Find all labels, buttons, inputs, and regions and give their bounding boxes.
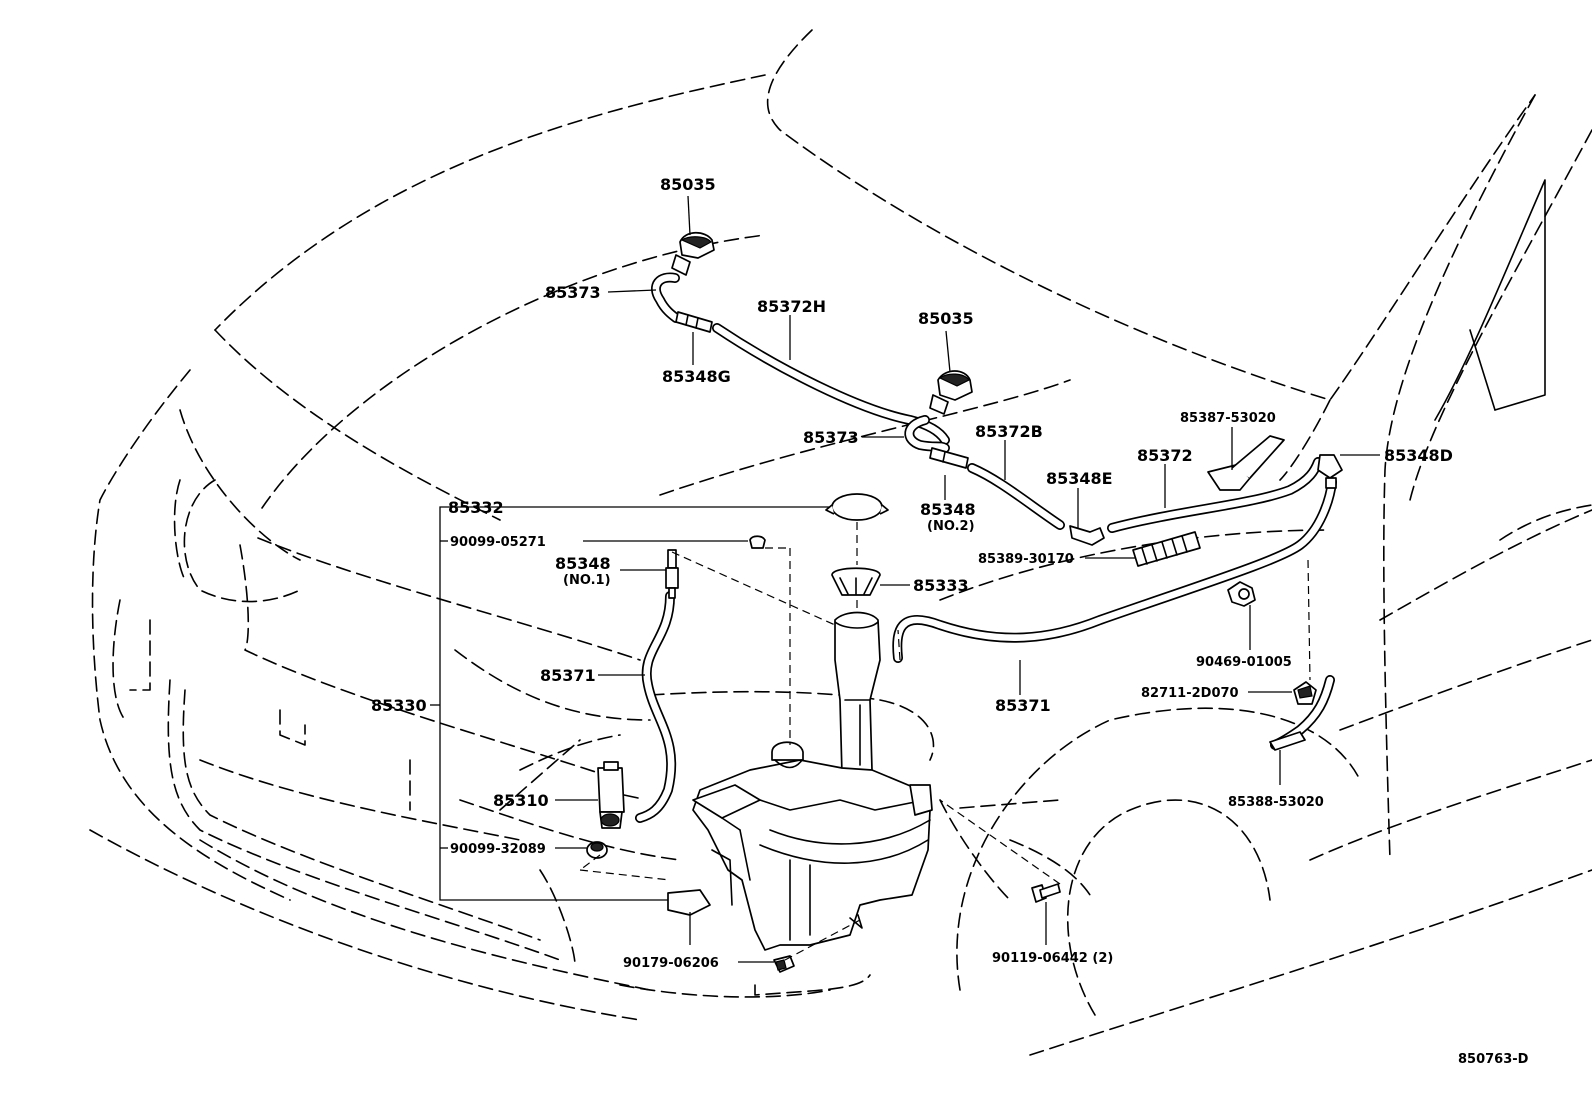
label-85387-53020: 85387-53020 xyxy=(1180,411,1276,426)
label-85373-mid: 85373 xyxy=(803,428,859,447)
label-85373-top: 85373 xyxy=(545,283,601,302)
label-85348d: 85348D xyxy=(1384,446,1453,465)
bracket-85388-53020 xyxy=(1269,731,1306,751)
nozzle-85035-mid xyxy=(929,370,973,415)
label-85332: 85332 xyxy=(448,498,504,517)
nozzle-85035-top xyxy=(671,231,715,276)
label-90469-01005: 90469-01005 xyxy=(1196,655,1292,670)
label-85372b: 85372B xyxy=(975,422,1043,441)
car-body-outline xyxy=(89,29,1592,1056)
label-85371-left: 85371 xyxy=(540,666,596,685)
label-90099-32089: 90099-32089 xyxy=(450,842,546,857)
clip-82711-2D070 xyxy=(1293,681,1317,705)
label-85035-top: 85035 xyxy=(660,175,716,194)
connectors xyxy=(665,311,1343,599)
bolt-90119-06442 xyxy=(1031,883,1061,903)
label-85330: 85330 xyxy=(371,696,427,715)
label-85388-53020: 85388-53020 xyxy=(1228,795,1324,810)
label-85389-30170: 85389-30170 xyxy=(978,552,1074,567)
hoses xyxy=(635,272,1337,823)
label-85348-no1-sub: (NO.1) xyxy=(563,573,611,588)
label-82711-2d070: 82711-2D070 xyxy=(1141,686,1239,701)
part-labels: 85035 85373 85372H 85348G 85035 85373 85… xyxy=(371,175,1529,1067)
label-85372: 85372 xyxy=(1137,446,1193,465)
label-85333: 85333 xyxy=(913,576,969,595)
clip-90469-01005 xyxy=(1227,581,1256,607)
label-85348-no2: 85348 xyxy=(920,500,976,519)
label-90099-05271: 90099-05271 xyxy=(450,535,546,550)
label-85372h: 85372H xyxy=(757,297,826,316)
leader-lines xyxy=(430,195,1380,963)
spring-85389-30170 xyxy=(1132,531,1201,567)
washer-pump xyxy=(597,761,639,829)
label-85310: 85310 xyxy=(493,791,549,810)
label-85035-mid: 85035 xyxy=(918,309,974,328)
label-90179-06206: 90179-06206 xyxy=(623,956,719,971)
bolt-90179-06206 xyxy=(773,955,795,973)
grommet-90099-32089 xyxy=(586,841,608,859)
label-85371-right: 85371 xyxy=(995,696,1051,715)
label-85348g: 85348G xyxy=(662,367,731,386)
bracket-85387-53020 xyxy=(1207,435,1285,491)
cap-85332 xyxy=(825,493,889,521)
label-85348-no2-sub: (NO.2) xyxy=(927,519,975,534)
clip-90099-05271 xyxy=(749,535,766,549)
label-85348e: 85348E xyxy=(1046,469,1113,488)
diagram-code: 850763-D xyxy=(1458,1052,1529,1067)
strainer-85333 xyxy=(831,567,881,596)
label-85348-no1: 85348 xyxy=(555,554,611,573)
washer-tank xyxy=(667,611,933,951)
label-90119-06442: 90119-06442 (2) xyxy=(992,951,1113,966)
